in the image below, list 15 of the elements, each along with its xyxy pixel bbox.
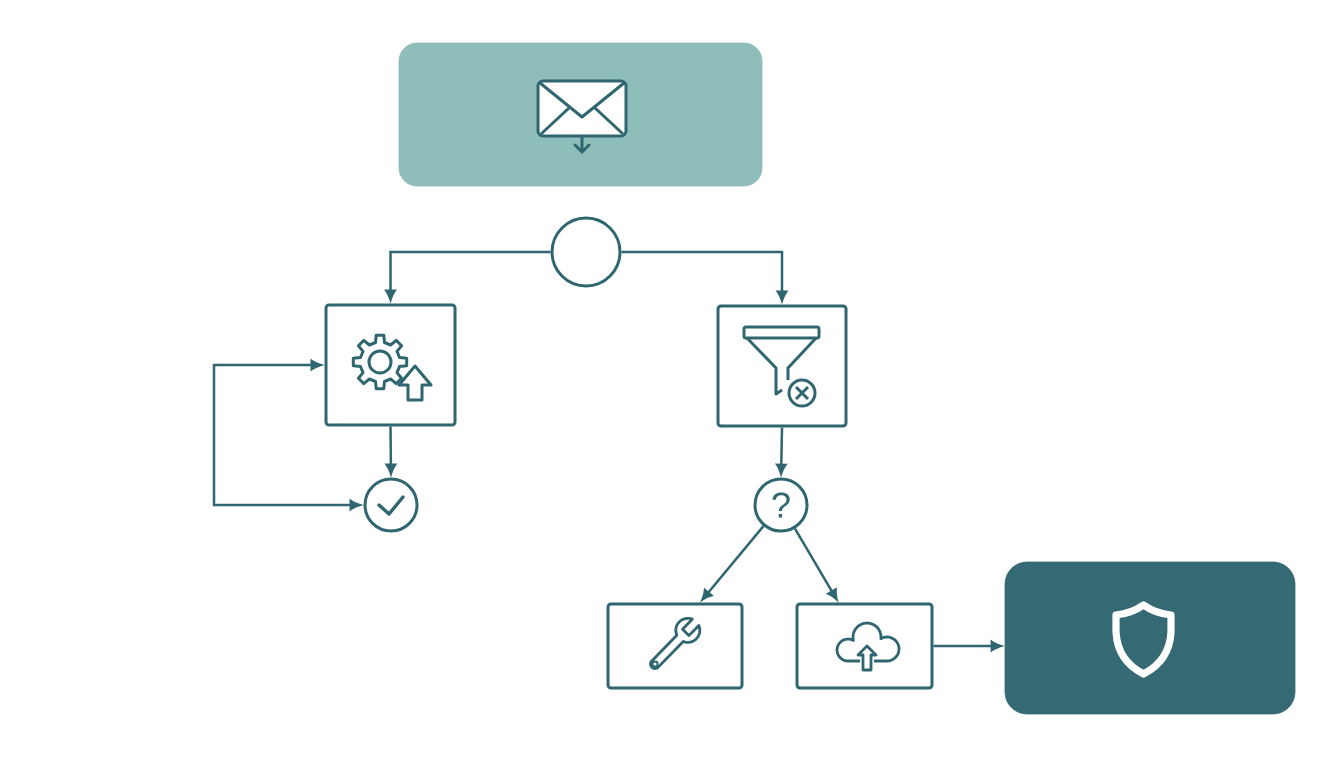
- arrow: [621, 250, 788, 302]
- arrow: [701, 525, 765, 601]
- process-box: [795, 602, 934, 690]
- arrow: [793, 528, 838, 601]
- arrow: [775, 427, 787, 475]
- process-box: [324, 303, 457, 427]
- arrow: [385, 426, 397, 475]
- process-box: [606, 602, 744, 690]
- arrow: [212, 359, 361, 511]
- junction-circle: [550, 216, 622, 288]
- end-box: [1004, 561, 1296, 715]
- start-box: [398, 42, 763, 187]
- status-circle: [363, 477, 419, 533]
- process-box: [716, 304, 848, 428]
- arrow: [933, 640, 1002, 652]
